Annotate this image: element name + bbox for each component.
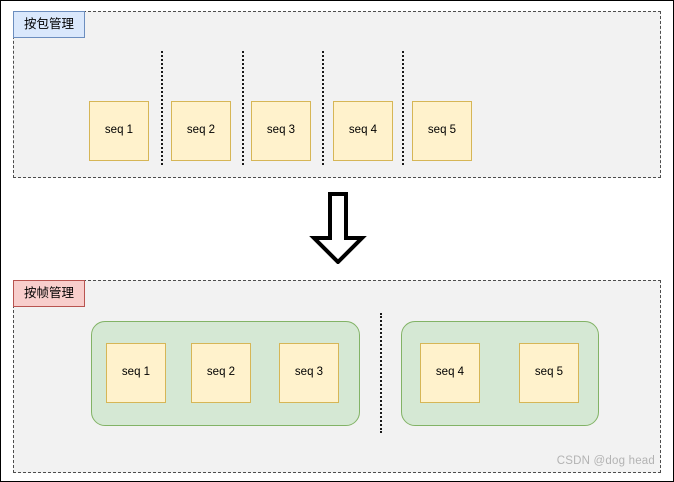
packet-seq-box-2: seq 2 <box>171 101 231 161</box>
down-arrow-icon <box>309 192 367 264</box>
packet-divider-4 <box>402 51 404 165</box>
packet-seq-box-4: seq 4 <box>333 101 393 161</box>
frame-seq-box-3: seq 3 <box>279 343 339 403</box>
section-label-frame: 按帧管理 <box>13 280 85 307</box>
frame-seq-box-5: seq 5 <box>519 343 579 403</box>
watermark-text: CSDN @dog head <box>556 455 655 467</box>
section-label-packet: 按包管理 <box>13 11 85 38</box>
packet-divider-1 <box>161 51 163 165</box>
frame-seq-box-4: seq 4 <box>420 343 480 403</box>
packet-seq-box-3: seq 3 <box>251 101 311 161</box>
packet-seq-box-5: seq 5 <box>412 101 472 161</box>
packet-seq-box-1: seq 1 <box>89 101 149 161</box>
frame-seq-box-1: seq 1 <box>106 343 166 403</box>
frame-seq-box-2: seq 2 <box>191 343 251 403</box>
packet-divider-2 <box>242 51 244 165</box>
frame-divider-1 <box>380 313 382 433</box>
packet-divider-3 <box>322 51 324 165</box>
